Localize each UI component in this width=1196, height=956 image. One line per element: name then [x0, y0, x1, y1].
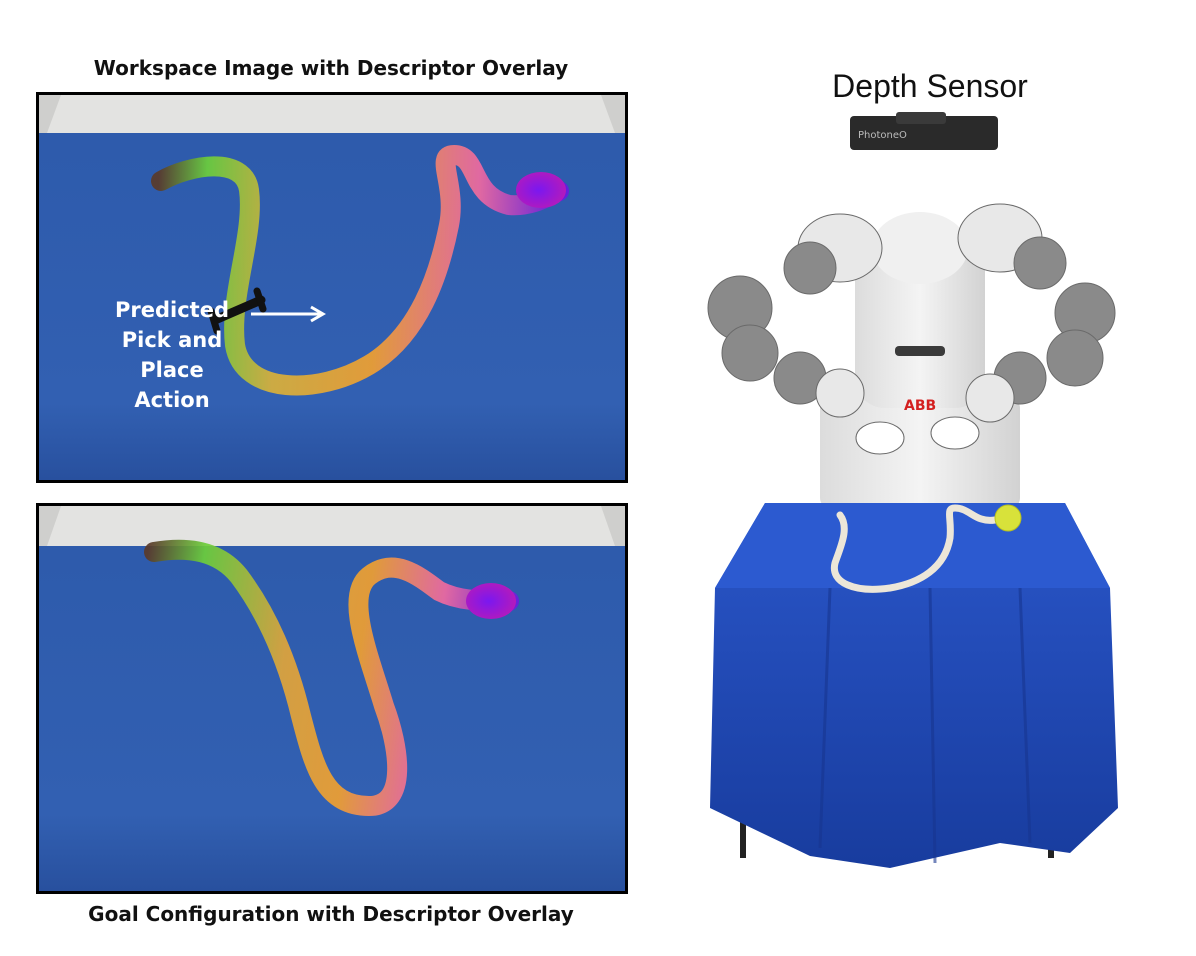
tray-edge: [39, 95, 625, 133]
workspace-image: [39, 95, 625, 480]
predicted-action-label: Predicted Pick and Place Action: [87, 295, 257, 415]
workspace-image-title: Workspace Image with Descriptor Overlay: [93, 56, 569, 80]
rope: [830, 504, 999, 593]
sensor-brand-text: PhotoneO: [858, 130, 907, 141]
arrow-head-icon: [310, 305, 326, 323]
ball: [466, 583, 516, 619]
action-label-line: Predicted: [115, 298, 229, 322]
ball: [516, 172, 566, 208]
robot-brand-text: ABB: [904, 398, 936, 414]
workspace-image-panel: Predicted Pick and Place Action: [36, 92, 628, 483]
robot-scene: PhotoneO ABB: [707, 112, 1118, 868]
depth-sensor-icon: PhotoneO: [850, 112, 998, 150]
goal-image: [39, 506, 625, 891]
tray-edge: [39, 506, 625, 546]
table-icon: [710, 503, 1118, 868]
robot-icon: ABB: [707, 203, 1116, 508]
descriptor-rope: [144, 539, 519, 816]
gripper-icon: [207, 287, 267, 335]
action-label-line: Action: [134, 388, 210, 412]
goal-image-title: Goal Configuration with Descriptor Overl…: [88, 902, 574, 926]
depth-sensor-label: Depth Sensor: [832, 68, 1028, 104]
descriptor-rope: [151, 145, 569, 396]
action-label-line: Pick and Place: [121, 328, 223, 382]
tennis-ball-icon: [994, 504, 1022, 532]
goal-image-panel: [36, 503, 628, 894]
